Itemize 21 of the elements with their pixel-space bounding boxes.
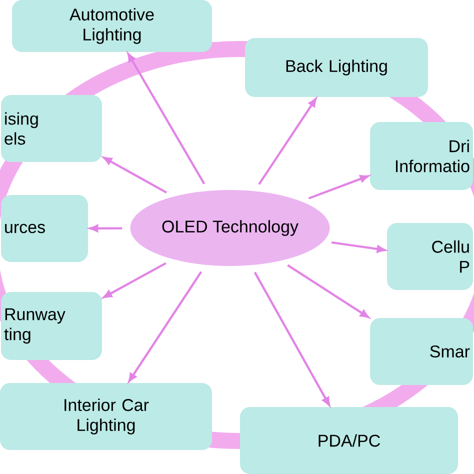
arrow <box>308 175 369 200</box>
arrow <box>128 271 202 382</box>
arrow <box>331 241 386 253</box>
oval-node: OLED Technology <box>130 190 330 266</box>
arrow <box>258 98 317 185</box>
application-box: ising els <box>1 95 102 162</box>
arrow <box>127 53 206 184</box>
arrow <box>103 262 166 298</box>
application-box: Cellu P <box>387 223 473 290</box>
arrow <box>254 272 330 406</box>
arrow <box>103 156 168 194</box>
application-box: Back Lighting <box>245 38 428 97</box>
arrow <box>287 264 369 318</box>
application-box: Automotive Lighting <box>12 0 212 52</box>
arrow <box>90 224 122 232</box>
application-box: Runway ting <box>1 292 102 360</box>
application-box: Smar <box>370 318 473 385</box>
application-box: Dri Informatio <box>370 122 473 190</box>
application-box: PDA/PC <box>240 407 458 474</box>
application-box: Interior Car Lighting <box>0 383 212 450</box>
application-box: urces <box>1 195 88 262</box>
